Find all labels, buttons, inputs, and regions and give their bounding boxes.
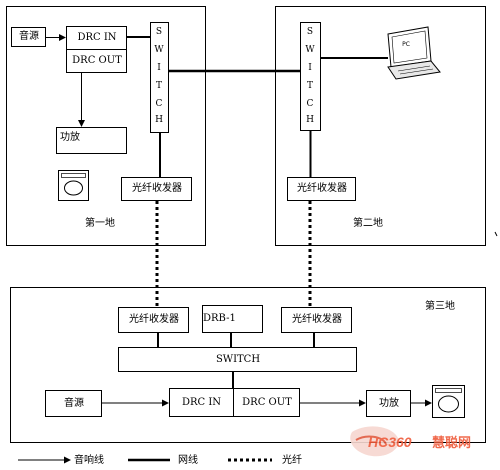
site2-switch-letter: W xyxy=(305,45,315,55)
site3-drc-out-label: DRC OUT xyxy=(242,397,292,408)
site3-speaker-icon xyxy=(432,385,465,418)
site1-transceiver-box xyxy=(121,177,192,201)
site3-drb-label: DRB-1 xyxy=(203,313,236,324)
site2-switch-letter: C xyxy=(306,99,314,109)
site3-transceiver-right-label: 光纤收发器 xyxy=(292,314,342,325)
site3-drc-in-label: DRC IN xyxy=(181,397,222,408)
site2-name-label: 第二地 xyxy=(353,218,383,229)
site3-audio-source-box xyxy=(45,390,102,417)
site2-switch-letter: H xyxy=(306,115,314,125)
site2-transceiver-label: 光纤收发器 xyxy=(297,183,347,194)
hc360-watermark-logo: HC360 慧聪网 xyxy=(350,426,471,457)
site3-name-label: 第三地 xyxy=(425,301,455,312)
site1-switch-letter: I xyxy=(157,63,161,73)
site1-drc-out-label: DRC OUT xyxy=(72,55,122,66)
site1-transceiver-label: 光纤收发器 xyxy=(132,183,182,194)
pc-laptop-icon xyxy=(387,26,441,80)
site1-amplifier-label: 功放 xyxy=(60,132,80,143)
site3-drb-box xyxy=(202,305,263,333)
pc-label: PC xyxy=(402,41,410,48)
site1-drc-in-label: DRC IN xyxy=(77,32,117,43)
site3-amplifier-label: 功放 xyxy=(379,398,399,409)
site3-switch-box xyxy=(118,347,357,372)
site3-drc-box xyxy=(169,388,300,417)
svg-text:慧聪网: 慧聪网 xyxy=(432,435,471,451)
svg-text:HC360: HC360 xyxy=(368,434,412,450)
site2-switch-letter: T xyxy=(306,81,313,91)
site3-amplifier-box xyxy=(366,390,411,417)
site1-speaker-icon xyxy=(58,170,89,201)
site3-transceiver-right-box xyxy=(281,307,352,333)
legend-audio-line-label: 音响线 xyxy=(74,455,104,466)
site2-container xyxy=(275,6,486,246)
site1-switch-letter: T xyxy=(155,81,162,91)
legend-network-line-label: 网线 xyxy=(178,455,198,466)
site3-audio-source-label: 音源 xyxy=(64,398,84,409)
site1-switch-letter: S xyxy=(155,27,163,37)
site1-amplifier-box xyxy=(56,127,127,154)
site3-switch-label: SWITCH xyxy=(215,354,261,365)
site2-switch-letter: S xyxy=(306,27,314,37)
site3-transceiver-left-label: 光纤收发器 xyxy=(129,314,179,325)
site1-audio-source-label: 音源 xyxy=(19,31,39,42)
site3-transceiver-left-box xyxy=(118,307,189,333)
site1-switch-letter: W xyxy=(154,45,164,55)
site1-switch-letter: C xyxy=(155,99,163,109)
site1-container xyxy=(6,6,206,246)
site2-switch-letter: I xyxy=(308,63,312,73)
site2-transceiver-box xyxy=(287,177,356,201)
site3-container xyxy=(10,287,486,443)
legend-fiber-label: 光纤 xyxy=(282,455,302,466)
site1-name-label: 第一地 xyxy=(85,218,115,229)
site1-switch-letter: H xyxy=(155,115,163,125)
